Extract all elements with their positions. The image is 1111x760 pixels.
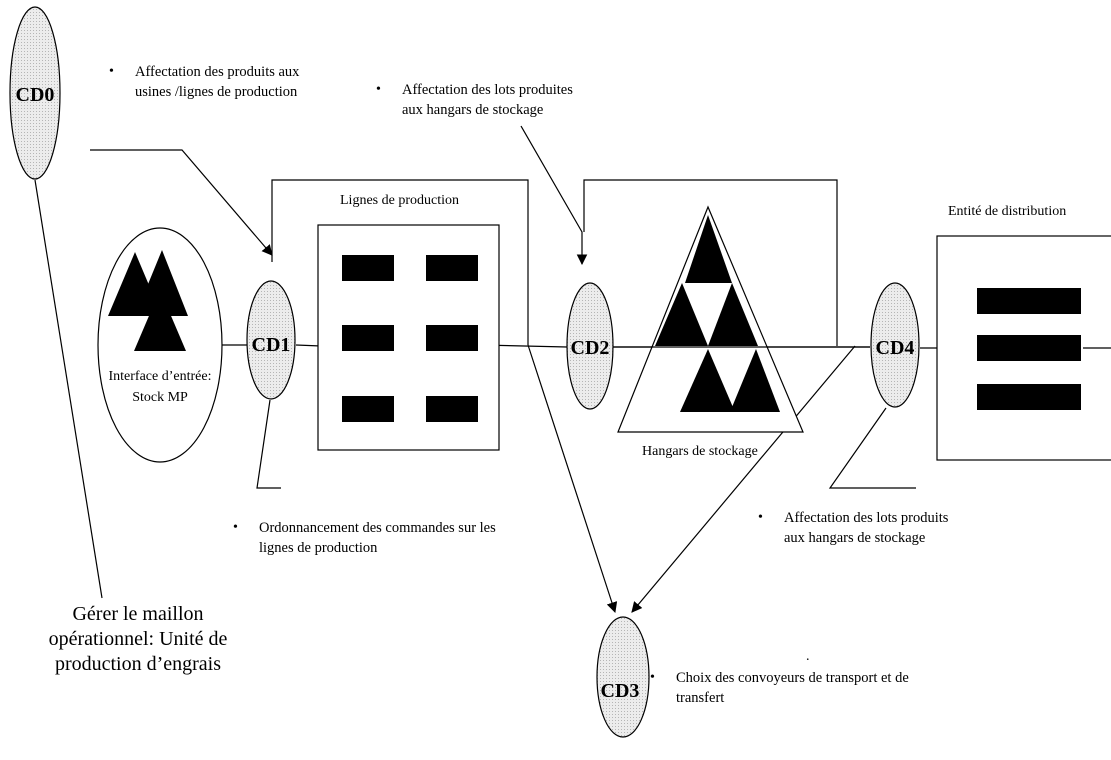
cd4-annotation-line1: Affectation des lots produits	[784, 510, 949, 526]
cd1-label: CD1	[252, 334, 291, 356]
cd0-node	[9, 6, 61, 180]
input-stock-icon	[108, 250, 188, 351]
footer-caption: Gérer le maillon opérationnel: Unité de …	[38, 602, 238, 677]
cd2-annotation: Affectation des lots produites aux hanga…	[376, 80, 573, 120]
footer-line1: Gérer le maillon	[72, 603, 204, 625]
cd3-annotation-line2: transfert	[676, 690, 725, 706]
production-bracket	[271, 179, 529, 345]
cd0-label: CD0	[16, 84, 55, 106]
production-machines	[342, 255, 478, 422]
cd1-annotation-line2: lignes de production	[259, 540, 378, 556]
input-interface-label-line2: Stock MP	[132, 390, 188, 405]
machine-6	[426, 396, 478, 422]
storage-label: Hangars de stockage	[642, 444, 758, 459]
cd4-node	[870, 282, 920, 408]
distribution-units	[977, 288, 1081, 410]
machine-3	[342, 325, 394, 351]
input-interface-label-line1: Interface d’entrée:	[109, 369, 212, 384]
distribution-unit-1	[977, 288, 1081, 314]
hangar-3	[708, 283, 758, 346]
machine-1	[342, 255, 394, 281]
arrow-storage-to-cd3	[631, 345, 856, 613]
machine-4	[426, 325, 478, 351]
cd1-annotation-line1: Ordonnancement des commandes sur les	[259, 520, 496, 536]
cd1-node	[246, 280, 296, 400]
cd2-node	[566, 282, 614, 410]
cd2-annotation-arrow	[520, 125, 588, 266]
cd0-annotation-line2: usines /lignes de production	[135, 84, 298, 100]
dot-mark: .	[806, 649, 810, 664]
storage-bracket	[583, 179, 838, 346]
cd1-annotation-leader	[256, 399, 281, 489]
cd4-annotation: Affectation des lots produits aux hangar…	[758, 508, 949, 548]
hangar-4	[680, 349, 735, 412]
cd3-node	[596, 616, 650, 738]
arrow-production-to-cd3	[527, 344, 618, 614]
cd2-annotation-line2: aux hangars de stockage	[402, 102, 544, 118]
cd0-annotation-line1: Affectation des produits aux	[135, 64, 300, 80]
machine-5	[342, 396, 394, 422]
cd4-label: CD4	[876, 337, 915, 359]
cd3-annotation-line1: Choix des convoyeurs de transport et de	[676, 670, 909, 686]
cd0-annotation-arrow	[90, 149, 273, 256]
footer-line2: opérationnel: Unité de	[48, 628, 228, 650]
distribution-unit-3	[977, 384, 1081, 410]
cd4-annotation-leader	[828, 407, 916, 489]
cd2-annotation-line1: Affectation des lots produites	[402, 82, 573, 98]
cd2-label: CD2	[571, 337, 610, 359]
storage-hangars	[655, 215, 780, 412]
cd4-annotation-line2: aux hangars de stockage	[784, 530, 926, 546]
cd3-annotation: Choix des convoyeurs de transport et de …	[650, 668, 909, 708]
distribution-label: Entité de distribution	[948, 204, 1066, 219]
hangar-1	[685, 215, 732, 283]
cd3-label: CD3	[601, 680, 640, 702]
cd0-annotation: Affectation des produits aux usines /lig…	[109, 62, 300, 102]
hangar-2	[655, 283, 708, 346]
cd0-footer-connector	[34, 179, 103, 599]
cd1-annotation: Ordonnancement des commandes sur les lig…	[233, 518, 496, 558]
machine-2	[426, 255, 478, 281]
hangar-5	[730, 349, 780, 412]
distribution-unit-2	[977, 335, 1081, 361]
footer-line3: production d’engrais	[54, 653, 222, 675]
production-lines-label: Lignes de production	[340, 193, 459, 208]
